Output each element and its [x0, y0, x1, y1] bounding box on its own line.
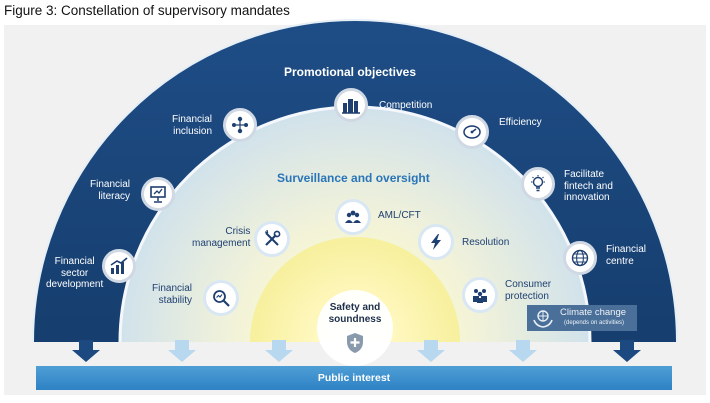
public-interest-bar: Public interest	[36, 366, 672, 390]
arrow-light-1	[168, 340, 196, 362]
outer-ring-title: Promotional objectives	[284, 65, 417, 79]
label-aml-cft: AML/CFT	[378, 210, 421, 221]
arrows-row	[72, 340, 641, 362]
label-competition: Competition	[379, 100, 433, 111]
label-resolution: Resolution	[462, 237, 510, 248]
label-consumer-protection: Consumer protection	[505, 279, 552, 302]
arrow-light-2	[265, 340, 293, 362]
arrow-light-3	[417, 340, 445, 362]
core-label: Safety and soundness	[328, 302, 382, 325]
label-financial-stability: Financial stability	[152, 283, 193, 306]
label-financial-inclusion: Financial inclusion	[172, 114, 213, 137]
group-icon	[335, 199, 371, 235]
hands-globe-icon	[532, 307, 554, 329]
growth-chart-icon	[102, 249, 136, 283]
tools-icon	[254, 221, 290, 257]
public-interest-label: Public interest	[317, 372, 391, 384]
lightning-icon	[418, 224, 454, 260]
inner-ring-title: Surveillance and oversight	[277, 171, 430, 185]
climate-change-note: (depends on activities)	[564, 320, 625, 326]
label-efficiency: Efficiency	[499, 117, 542, 128]
arrow-dark-left	[72, 340, 100, 362]
magnifier-icon	[203, 280, 239, 316]
lightbulb-icon	[521, 167, 555, 201]
gauge-icon	[455, 115, 489, 149]
core-semicircle	[250, 237, 460, 342]
outer-ring-edge	[32, 19, 678, 343]
label-crisis-management: Crisis management	[192, 226, 251, 249]
label-financial-literacy: Financial literacy	[90, 179, 131, 202]
consumers-icon	[462, 277, 498, 313]
label-facilitate-fintech: Facilitate fintech and innovation	[564, 169, 613, 203]
climate-change-label: Climate change	[560, 307, 627, 318]
shield-icon	[345, 332, 365, 354]
arrow-light-4	[509, 340, 537, 362]
presentation-board-icon	[141, 177, 175, 211]
label-financial-sector-development-text: Financial sector development	[46, 256, 104, 290]
label-financial-centre: Financial centre	[606, 244, 647, 267]
arrow-dark-right	[613, 340, 641, 362]
globe-icon	[563, 241, 597, 275]
people-network-icon	[223, 108, 257, 142]
core-glow	[317, 290, 393, 366]
label-financial-sector-development: Financial sector development	[46, 256, 103, 291]
buildings-icon	[334, 88, 368, 122]
figure-caption: Figure 3: Constellation of supervisory m…	[4, 3, 290, 18]
